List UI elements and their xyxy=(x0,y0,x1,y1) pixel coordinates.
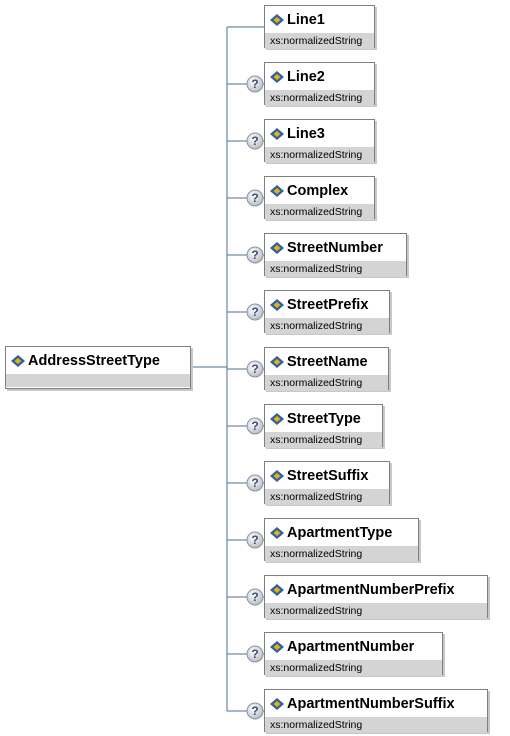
svg-text:?: ? xyxy=(251,305,258,319)
element-icon xyxy=(270,469,284,482)
element-type-label: xs:normalizedString xyxy=(265,318,389,334)
element-name: ApartmentType xyxy=(287,524,393,541)
element-type-label: xs:normalizedString xyxy=(265,432,382,448)
element-node-header: ApartmentNumberPrefix xyxy=(265,576,487,603)
svg-text:?: ? xyxy=(251,191,258,205)
element-name: Complex xyxy=(287,182,349,199)
element-node-header: StreetType xyxy=(265,405,382,432)
optional-question-icon: ? xyxy=(246,189,264,207)
element-node-header: Line3 xyxy=(265,120,374,147)
root-element-node[interactable]: AddressStreetType xyxy=(5,346,191,389)
element-type-label: xs:normalizedString xyxy=(265,375,388,391)
element-name: StreetName xyxy=(287,353,368,370)
svg-text:?: ? xyxy=(251,419,258,433)
element-icon xyxy=(270,640,284,653)
element-icon xyxy=(270,412,284,425)
element-node-apartmenttype[interactable]: ApartmentType xs:normalizedString xyxy=(264,518,419,562)
element-node-streettype[interactable]: StreetType xs:normalizedString xyxy=(264,404,383,448)
optional-question-icon: ? xyxy=(246,474,264,492)
element-icon xyxy=(11,354,25,367)
optional-question-icon: ? xyxy=(246,417,264,435)
element-node-apartmentnumberprefix[interactable]: ApartmentNumberPrefix xs:normalizedString xyxy=(264,575,488,619)
svg-text:?: ? xyxy=(251,248,258,262)
svg-text:?: ? xyxy=(251,704,258,718)
element-icon xyxy=(270,583,284,596)
element-icon xyxy=(270,184,284,197)
optional-question-icon: ? xyxy=(246,531,264,549)
element-node-header: StreetPrefix xyxy=(265,291,389,318)
element-type-label: xs:normalizedString xyxy=(265,603,487,619)
element-icon xyxy=(270,697,284,710)
root-element-name: AddressStreetType xyxy=(28,352,160,369)
element-node-complex[interactable]: Complex xs:normalizedString xyxy=(264,176,375,220)
element-node-line3[interactable]: Line3 xs:normalizedString xyxy=(264,119,375,163)
element-node-streetsuffix[interactable]: StreetSuffix xs:normalizedString xyxy=(264,461,390,505)
element-node-line2[interactable]: Line2 xs:normalizedString xyxy=(264,62,375,106)
element-node-header: StreetSuffix xyxy=(265,462,389,489)
element-name: ApartmentNumberPrefix xyxy=(287,581,455,598)
element-name: ApartmentNumber xyxy=(287,638,415,655)
element-name: Line1 xyxy=(287,11,325,28)
root-node-header: AddressStreetType xyxy=(6,347,190,374)
element-name: StreetNumber xyxy=(287,239,383,256)
element-icon xyxy=(270,298,284,311)
element-node-streetnumber[interactable]: StreetNumber xs:normalizedString xyxy=(264,233,407,277)
optional-question-icon: ? xyxy=(246,645,264,663)
optional-question-icon: ? xyxy=(246,360,264,378)
element-icon xyxy=(270,355,284,368)
element-node-header: StreetNumber xyxy=(265,234,406,261)
element-icon xyxy=(270,241,284,254)
element-node-header: ApartmentNumber xyxy=(265,633,442,660)
element-type-label: xs:normalizedString xyxy=(265,660,442,676)
optional-question-icon: ? xyxy=(246,246,264,264)
element-type-label: xs:normalizedString xyxy=(265,147,374,163)
optional-question-icon: ? xyxy=(246,132,264,150)
element-type-label: xs:normalizedString xyxy=(265,204,374,220)
element-name: Line3 xyxy=(287,125,325,142)
element-node-header: Line2 xyxy=(265,63,374,90)
element-node-header: Line1 xyxy=(265,6,374,33)
svg-text:?: ? xyxy=(251,647,258,661)
element-name: StreetPrefix xyxy=(287,296,369,313)
element-name: StreetSuffix xyxy=(287,467,369,484)
element-node-streetprefix[interactable]: StreetPrefix xs:normalizedString xyxy=(264,290,390,334)
element-type-label: xs:normalizedString xyxy=(265,489,389,505)
svg-text:?: ? xyxy=(251,77,258,91)
element-icon xyxy=(270,13,284,26)
element-node-streetname[interactable]: StreetName xs:normalizedString xyxy=(264,347,389,391)
svg-text:?: ? xyxy=(251,362,258,376)
element-type-label: xs:normalizedString xyxy=(265,90,374,106)
element-name: Line2 xyxy=(287,68,325,85)
optional-question-icon: ? xyxy=(246,75,264,93)
element-name: ApartmentNumberSuffix xyxy=(287,695,455,712)
element-node-header: StreetName xyxy=(265,348,388,375)
svg-text:?: ? xyxy=(251,476,258,490)
element-type-label: xs:normalizedString xyxy=(265,33,374,49)
element-node-header: Complex xyxy=(265,177,374,204)
element-name: StreetType xyxy=(287,410,361,427)
element-type-label: xs:normalizedString xyxy=(265,717,487,733)
element-node-apartmentnumbersuffix[interactable]: ApartmentNumberSuffix xs:normalizedString xyxy=(264,689,488,733)
element-node-line1[interactable]: Line1 xs:normalizedString xyxy=(264,5,375,49)
element-node-apartmentnumber[interactable]: ApartmentNumber xs:normalizedString xyxy=(264,632,443,676)
svg-text:?: ? xyxy=(251,533,258,547)
optional-question-icon: ? xyxy=(246,303,264,321)
optional-question-icon: ? xyxy=(246,702,264,720)
element-type-label: xs:normalizedString xyxy=(265,261,406,277)
element-type-label: xs:normalizedString xyxy=(265,546,418,562)
element-icon xyxy=(270,127,284,140)
optional-question-icon: ? xyxy=(246,588,264,606)
svg-text:?: ? xyxy=(251,590,258,604)
element-node-header: ApartmentType xyxy=(265,519,418,546)
root-node-footer xyxy=(6,374,190,387)
svg-text:?: ? xyxy=(251,134,258,148)
element-icon xyxy=(270,70,284,83)
element-node-header: ApartmentNumberSuffix xyxy=(265,690,487,717)
element-icon xyxy=(270,526,284,539)
